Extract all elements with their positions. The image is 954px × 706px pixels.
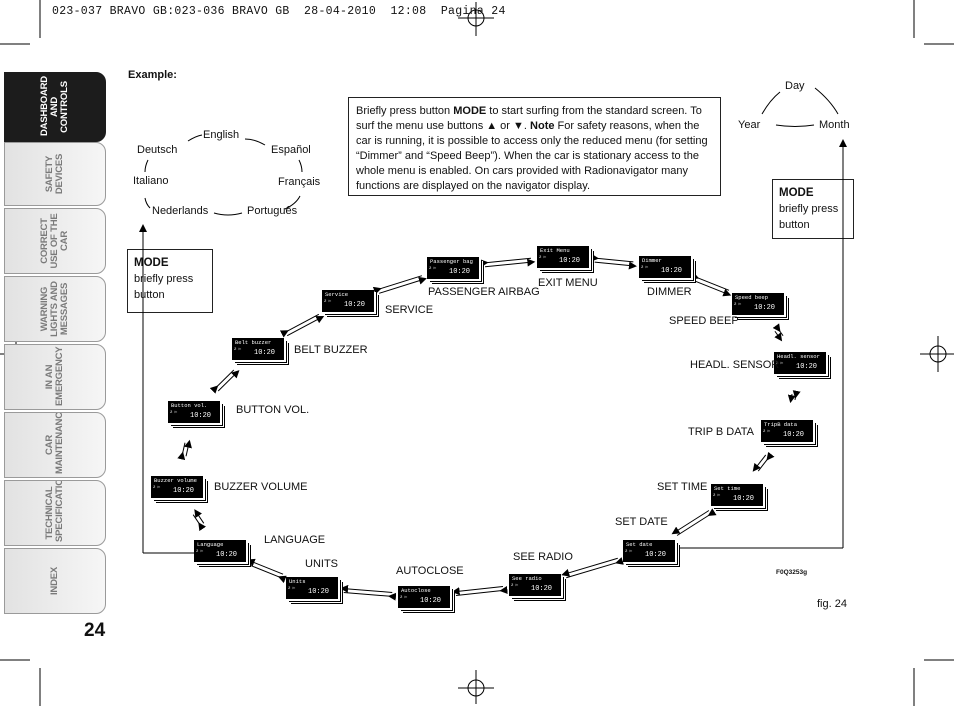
connector-line: [455, 586, 508, 597]
tab-dashboard-and-controls[interactable]: DASHBOARD AND CONTROLS: [4, 72, 106, 142]
connector-line: [217, 370, 240, 392]
label-exit-menu: EXIT MENU: [538, 277, 598, 289]
instruction-text-1: Briefly press button: [356, 105, 454, 117]
label-button-vol: BUTTON VOL.: [236, 404, 310, 416]
label-units: UNITS: [305, 558, 338, 570]
label-language: LANGUAGE: [264, 534, 326, 546]
connector-line: [757, 451, 775, 472]
connector-line: [671, 510, 710, 535]
tab-in-an-emergency[interactable]: IN AN EMERGENCY: [4, 344, 106, 410]
connector-line: [566, 557, 624, 579]
connector-line: [279, 313, 320, 338]
figure-code: F0Q3253g: [776, 569, 808, 576]
connector-line: [192, 514, 207, 532]
instruction-mode: MODE: [453, 105, 487, 117]
mode-text: briefly press button: [779, 203, 839, 231]
label-passenger-airbag: PASSENGER AIRBAG: [428, 286, 540, 298]
lang-espanol: Español: [271, 144, 311, 156]
label-set-time: SET TIME: [657, 481, 708, 493]
connector-line: [194, 509, 205, 524]
label-buzzer-volume: BUZZER VOLUME: [214, 481, 308, 493]
label-dimmer: DIMMER: [647, 286, 692, 298]
instruction-text-2: to start surfing from the standard scree…: [356, 105, 702, 132]
lang-english: English: [203, 129, 240, 141]
tab-technical-specifications[interactable]: TECHNICAL SPECIFICATIONS: [4, 480, 106, 546]
connector-line: [590, 253, 634, 263]
date-month: Month: [819, 119, 850, 131]
connector-line: [787, 393, 796, 404]
connector-line: [594, 261, 637, 270]
lang-portugues: Português: [247, 205, 298, 217]
date-day: Day: [785, 80, 805, 92]
tab-safety-devices[interactable]: SAFETY DEVICES: [4, 142, 106, 206]
lang-francais: Français: [278, 176, 321, 188]
label-service: SERVICE: [385, 304, 434, 316]
label-trip-b-data: TRIP B DATA: [688, 426, 755, 438]
mode-box-right: MODE briefly press button: [772, 179, 854, 239]
instruction-text-3: For safety reasons, when the car is runn…: [356, 120, 708, 192]
connector-line: [451, 585, 504, 596]
connector-line: [693, 280, 732, 297]
figure-caption: fig. 24: [817, 598, 847, 610]
lang-italiano: Italiano: [133, 175, 169, 187]
connector-line: [177, 442, 186, 461]
connector-line: [246, 558, 284, 575]
instruction-box: Briefly press button MODE to start surfi…: [348, 97, 721, 196]
connector-line: [248, 564, 287, 584]
label-headl-sensor: HEADL. SENSOR: [690, 359, 780, 371]
instruction-note: Note: [530, 120, 555, 132]
label-speed-beep: SPEED BEEP: [669, 315, 739, 327]
mode-title: MODE: [779, 187, 814, 199]
label-set-date: SET DATE: [615, 516, 668, 528]
connector-line: [676, 508, 717, 536]
label-belt-buzzer: BELT BUZZER: [294, 344, 368, 356]
connector-line: [561, 557, 618, 577]
connector-line: [340, 584, 393, 593]
connector-line: [792, 390, 801, 401]
connector-line: [690, 271, 730, 291]
tab-index[interactable]: INDEX: [4, 548, 106, 614]
connector-line: [209, 369, 235, 394]
page-number: 24: [84, 620, 106, 641]
tab-warning-lights[interactable]: WARNING LIGHTS AND MESSAGES: [4, 276, 106, 342]
tab-correct-use[interactable]: CORRECT USE OF THE CAR: [4, 208, 106, 274]
print-header: 023-037 BRAVO GB:023-036 BRAVO GB 28-04-…: [52, 5, 506, 18]
lang-nederlands: Nederlands: [152, 205, 209, 217]
connector-line: [372, 275, 423, 295]
example-label: Example:: [128, 69, 177, 81]
connector-line: [378, 276, 427, 294]
connector-line: [343, 592, 397, 601]
connector-line: [286, 315, 325, 337]
connector-line: [480, 257, 532, 268]
connector-line: [752, 454, 767, 472]
connector-line: [484, 258, 536, 268]
label-autoclose: AUTOCLOSE: [396, 565, 464, 577]
date-year: Year: [738, 119, 761, 131]
connector-line: [774, 330, 783, 342]
mode-text: briefly press button: [134, 273, 194, 301]
lcd-button-vol: Button vol.2 ▷10:20: [168, 401, 220, 423]
tab-car-maintenance[interactable]: CAR MAINTENANCE: [4, 412, 106, 478]
label-see-radio: SEE RADIO: [513, 551, 573, 563]
lang-deutsch: Deutsch: [137, 144, 178, 156]
connector-line: [184, 439, 192, 457]
connector-line: [772, 323, 784, 337]
